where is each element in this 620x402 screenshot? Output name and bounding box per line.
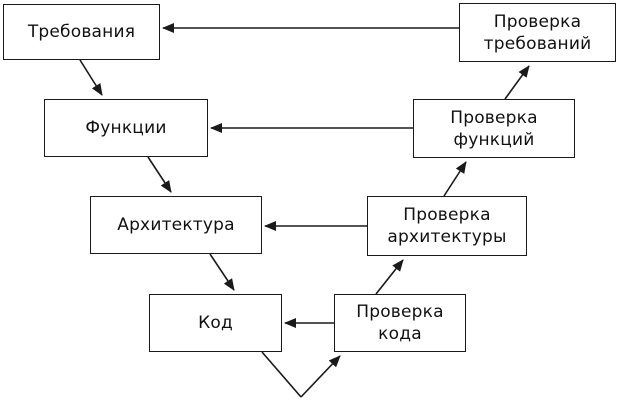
requirements-box: Требования: [3, 4, 160, 60]
arrow-varch-to-vfunc: [443, 161, 467, 197]
requirements-verification-box: Проверка требований: [459, 3, 616, 62]
arrow-vfunc-to-vreq: [504, 65, 530, 100]
code-box: Код: [149, 294, 282, 352]
code-verification-label: Проверка кода: [356, 302, 444, 344]
line-code-to-vertex: [261, 351, 302, 398]
arrow-req-to-func: [79, 59, 103, 96]
functions-label: Функции: [85, 118, 167, 138]
arrow-vertex-to-vcode: [300, 355, 341, 398]
arrow-arch-to-code: [209, 253, 235, 291]
architecture-verification-box: Проверка архитектуры: [367, 196, 527, 256]
functions-verification-box: Проверка функций: [413, 99, 575, 158]
arrow-vcode-to-varch: [375, 259, 404, 295]
arrow-func-to-arch: [147, 156, 172, 193]
code-label: Код: [198, 313, 233, 333]
requirements-label: Требования: [27, 22, 136, 42]
architecture-label: Архитектура: [117, 215, 235, 235]
architecture-box: Архитектура: [90, 196, 262, 254]
code-verification-box: Проверка кода: [334, 294, 466, 352]
architecture-verification-label: Проверка архитектуры: [387, 205, 507, 247]
functions-box: Функции: [44, 99, 208, 157]
requirements-verification-label: Проверка требований: [483, 11, 592, 54]
functions-verification-label: Проверка функций: [450, 107, 538, 150]
